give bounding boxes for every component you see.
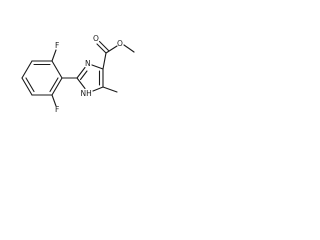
bond-carbonyl-o-double-b	[98, 40, 110, 52]
bond-c2-f	[51, 49, 57, 62]
bond-c4-c5-inner	[25, 77, 35, 93]
chemical-structure-diagram: F F N NH O O	[21, 34, 135, 114]
imidazole-nh-label: NH	[81, 89, 92, 98]
bond-o-methyl	[123, 44, 135, 53]
fluorine-top-label: F	[55, 41, 59, 50]
bond-c6-c1	[51, 77, 63, 96]
fluorine-bottom-label: F	[55, 105, 59, 114]
bond-c2im-n3	[76, 66, 86, 79]
bond-c5-n1	[92, 86, 104, 92]
bond-c6-c1-inner	[49, 77, 59, 93]
bond-c2im-n3-double	[79, 70, 88, 81]
bond-c1-c2	[51, 60, 63, 79]
bonds	[21, 40, 135, 107]
imidazole-nitrogen-label: N	[85, 59, 91, 68]
ester-oxygen-label: O	[117, 39, 123, 48]
bond-c4-c5	[21, 77, 33, 96]
bond-c5-methyl	[102, 86, 118, 93]
atom-labels: F F N NH O O	[55, 34, 123, 114]
bond-carbonyl-o-ester	[105, 45, 118, 54]
bond-n3-c4	[91, 64, 104, 70]
bond-c4-carbonyl	[102, 52, 107, 70]
bond-n1-c2im	[76, 77, 86, 90]
carbonyl-oxygen-label: O	[93, 34, 99, 43]
bond-c3-c4	[21, 60, 33, 79]
bond-c6-f	[51, 94, 57, 107]
bond-carbonyl-o-double-a	[96, 43, 107, 54]
